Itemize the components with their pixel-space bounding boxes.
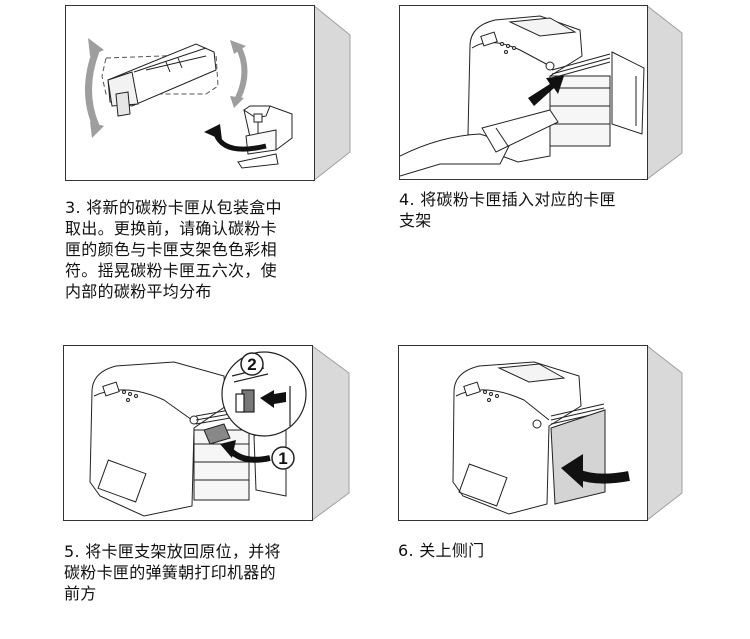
- shake-arrow-left-icon: [85, 38, 104, 138]
- caption-line: 匣的颜色与卡匣支架色色彩相: [65, 240, 277, 259]
- cartridge-holder-icon: [203, 423, 231, 445]
- return-holder-illustration: 2 1: [89, 351, 307, 517]
- step-6-caption: 6. 关上侧门: [398, 540, 668, 561]
- caption-line: 碳粉卡匣的弹簧朝打印机器的: [64, 563, 276, 582]
- step-5-caption: 5. 将卡匣支架放回原位，并将 碳粉卡匣的弹簧朝打印机器的 前方: [64, 541, 334, 604]
- insert-cartridge-illustration: [400, 15, 645, 177]
- callout-2-label: 2: [247, 355, 256, 374]
- caption-line: 6. 关上侧门: [398, 541, 485, 560]
- vent-lines: [551, 53, 611, 79]
- caption-line: 4. 将碳粉卡匣插入对应的卡匣: [399, 190, 616, 209]
- illustration-frame: [65, 5, 315, 181]
- toner-shake-illustration: [85, 38, 293, 169]
- step-3-caption: 3. 将新的碳粉卡匣从包装盒中 取出。更换前，请确认碳粉卡 匣的颜色与卡匣支架色…: [65, 197, 335, 302]
- packaging-box-icon: [237, 105, 293, 169]
- close-door-illustration: [452, 361, 630, 515]
- callout-1-icon: 1: [271, 446, 295, 470]
- panel-side-prism: [311, 345, 350, 522]
- illustration-frame: 2 1: [63, 345, 313, 521]
- push-arrow-2-icon: [260, 390, 286, 408]
- caption-line: 前方: [64, 584, 97, 603]
- callout-1-label: 1: [278, 449, 287, 468]
- close-door-arrow-icon: [561, 454, 630, 488]
- shake-arrow-right-icon: [230, 40, 248, 108]
- panel-side-prism: [646, 345, 683, 522]
- caption-line: 支架: [399, 211, 432, 230]
- caption-line: 取出。更换前，请确认碳粉卡: [65, 219, 277, 238]
- remove-arrow-icon: [204, 124, 267, 152]
- caption-line: 内部的碳粉平均分布: [65, 282, 212, 301]
- caption-line: 5. 将卡匣支架放回原位，并将: [64, 542, 281, 561]
- printer-icon: [452, 361, 605, 515]
- insert-arrow-icon: [528, 76, 564, 106]
- caption-line: 符。摇晃碳粉卡匣五六次，使: [65, 261, 277, 280]
- illustration-frame: [399, 5, 648, 180]
- panel-side-prism: [646, 5, 683, 181]
- step-4-caption: 4. 将碳粉卡匣插入对应的卡匣 支架: [399, 189, 669, 231]
- hand-with-cartridge-icon: [400, 109, 559, 177]
- panel-side-prism: [313, 5, 351, 182]
- callout-2-icon: 2: [240, 352, 264, 376]
- push-arrow-1-icon: [220, 440, 271, 463]
- magnifier-circle: [221, 351, 307, 437]
- toner-cartridge-icon: [107, 43, 217, 117]
- caption-line: 3. 将新的碳粉卡匣从包装盒中: [65, 198, 282, 217]
- illustration-frame: [398, 345, 648, 521]
- open-side-door-icon: [611, 51, 645, 135]
- closed-side-door-icon: [550, 409, 606, 505]
